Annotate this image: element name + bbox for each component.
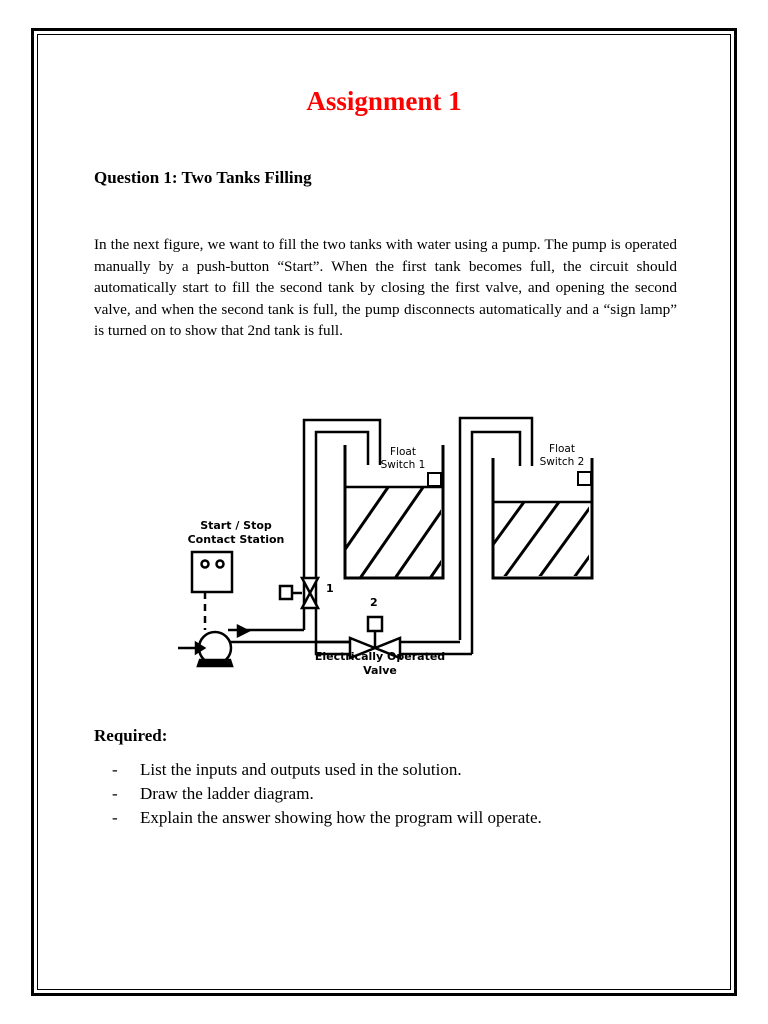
pipe-to-tank-1 [302,418,382,630]
valve-2-label: 2 [370,596,378,609]
page-title: Assignment 1 [306,86,462,116]
contact-station [190,550,234,630]
float-switch-1-label-line2: Switch 1 [381,459,426,471]
list-item-text: List the inputs and outputs used in the … [140,760,462,779]
station-label-line1: Start / Stop [200,519,272,532]
page-border-outer [31,28,737,996]
float-switch-1 [427,472,442,487]
float-switch-2 [577,471,592,486]
float-switch-2-label-line1: Float [549,443,575,455]
valve-caption-line2: Valve [363,664,397,677]
question-heading: Question 1: Two Tanks Filling [94,168,312,187]
list-item: -Explain the answer showing how the prog… [112,808,542,827]
valve-1-label: 1 [326,582,334,595]
pipe-to-tank-2 [458,416,534,646]
required-list: -List the inputs and outputs used in the… [112,758,542,830]
valve-2 [348,615,402,660]
required-heading: Required: [94,726,168,745]
pump [178,623,251,668]
float-switch-1-label-line1: Float [390,446,416,458]
valve-caption-line1: Electrically Operated [315,650,445,663]
page-border-inner [37,34,731,990]
list-item-text: Draw the ladder diagram. [140,784,314,803]
two-tanks-figure: 1 2 Fl [160,410,620,690]
list-item: -Draw the ladder diagram. [112,784,314,803]
tank-1 [343,445,445,580]
tank-2 [491,458,594,580]
two-tanks-diagram: 1 2 Fl [178,416,594,677]
valve-1 [278,576,321,610]
list-item: -List the inputs and outputs used in the… [112,760,462,779]
station-label-line2: Contact Station [188,533,285,546]
main-pipe [228,628,474,656]
float-switch-2-label-line2: Switch 2 [540,456,585,468]
list-item-text: Explain the answer showing how the progr… [140,808,542,827]
question-paragraph: In the next figure, we want to fill the … [94,236,677,340]
